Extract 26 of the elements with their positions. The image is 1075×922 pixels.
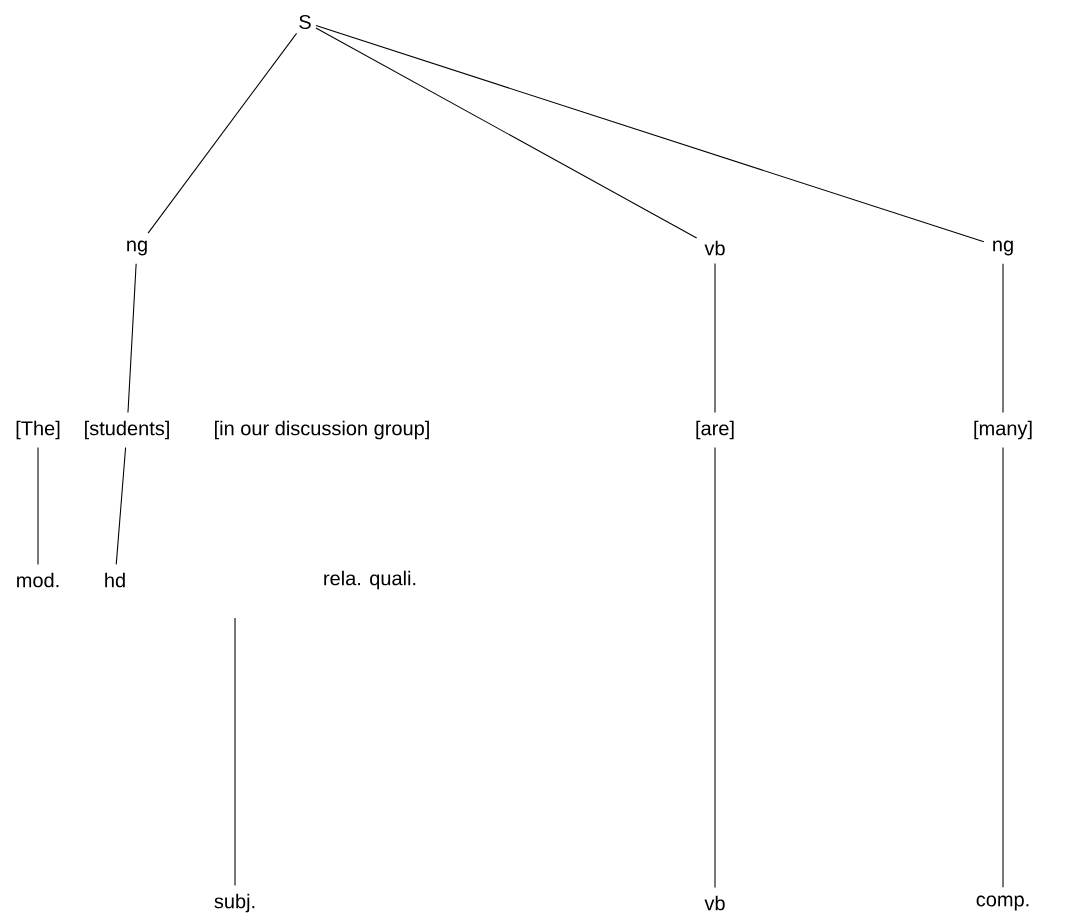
tree-line — [315, 25, 985, 243]
tree-label: S — [299, 14, 311, 30]
tree-label: rela. quali. — [324, 570, 416, 590]
tree-label: comp. — [976, 895, 1029, 911]
tree-line — [37, 447, 39, 565]
tree-line — [1002, 447, 1004, 888]
tree-line — [147, 32, 298, 234]
tree-label: mod. — [17, 572, 59, 588]
tree-line — [714, 263, 716, 413]
tree-line — [234, 617, 236, 886]
tree-label: vb — [704, 895, 725, 911]
tree-label: [students] — [85, 420, 169, 440]
tree-label: hd — [105, 572, 125, 588]
tree-label: ng — [127, 240, 147, 256]
tree-line — [714, 447, 716, 888]
tree-line — [1002, 263, 1004, 413]
tree-label: vb — [704, 240, 725, 256]
tree-label: [The] — [16, 420, 60, 440]
tree-label: ng — [993, 240, 1013, 256]
tree-label: subj. — [214, 893, 255, 913]
tree-label: [are] — [696, 420, 734, 440]
tree-label: [in our discussion group] — [215, 420, 429, 440]
tree-line — [127, 263, 137, 413]
tree-label: [many] — [974, 420, 1032, 440]
tree-line — [315, 27, 698, 239]
tree-line — [115, 447, 127, 565]
